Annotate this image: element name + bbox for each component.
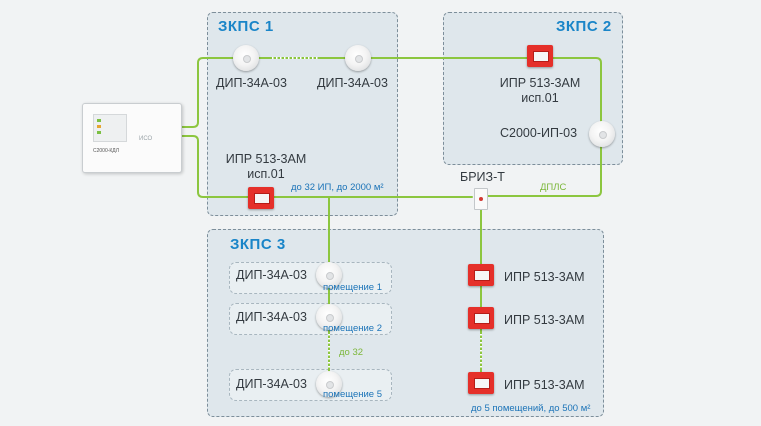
z3-room2-name: помещение 2 <box>323 323 382 334</box>
z1-detector-1-label: ДИП-34А-03 <box>216 76 287 90</box>
wire-top <box>180 57 602 197</box>
z3-room2-detector-label: ДИП-34А-03 <box>236 310 307 324</box>
z3-room1-detector-label: ДИП-34А-03 <box>236 268 307 282</box>
manual-call-point-icon <box>468 307 494 329</box>
smoke-detector-icon <box>316 304 342 330</box>
z1-limit-note: до 32 ИП, до 2000 м² <box>291 182 384 193</box>
manual-call-point-icon <box>468 372 494 394</box>
dpls-label: ДПЛС <box>540 182 567 193</box>
z2-callpoint-label-1: ИПР 513-3АМ <box>499 76 581 90</box>
z3-callpoint-2-label: ИПР 513-3АМ <box>504 313 585 327</box>
wire-bottom <box>180 135 473 198</box>
zone-title-zkps3: ЗКПС 3 <box>230 236 286 253</box>
controller-model: С2000-КДЛ <box>93 148 119 154</box>
room-box-5 <box>229 369 392 401</box>
led-icon <box>97 125 101 128</box>
z2-detector-label: С2000-ИП-03 <box>500 126 578 140</box>
z1-callpoint-label-2: исп.01 <box>247 167 285 181</box>
smoke-detector-icon <box>345 45 371 71</box>
room-box-1 <box>229 262 392 294</box>
led-icon <box>97 131 101 134</box>
smoke-detector-icon <box>589 121 615 147</box>
z1-callpoint-label-1: ИПР 513-3АМ <box>225 152 307 166</box>
controller-panel <box>93 114 127 142</box>
z1-detector-2-label: ДИП-34А-03 <box>317 76 388 90</box>
zone-title-zkps2: ЗКПС 2 <box>556 18 612 35</box>
controller-s2000-kdl: С2000-КДЛ ИСО <box>82 103 182 173</box>
controller-brand: ИСО <box>139 136 153 142</box>
briz-label: БРИЗ-Т <box>460 170 505 184</box>
led-icon <box>97 119 101 122</box>
manual-call-point-icon <box>248 187 274 209</box>
z3-upto32-note: до 32 <box>339 347 364 358</box>
z3-callpoint-1-label: ИПР 513-3АМ <box>504 270 585 284</box>
room-box-2 <box>229 303 392 335</box>
manual-call-point-icon <box>468 264 494 286</box>
z3-callpoint-3-label: ИПР 513-3АМ <box>504 378 585 392</box>
z3-room1-name: помещение 1 <box>323 282 382 293</box>
smoke-detector-icon <box>233 45 259 71</box>
z2-callpoint-label-2: исп.01 <box>521 91 559 105</box>
z3-room5-detector-label: ДИП-34А-03 <box>236 377 307 391</box>
manual-call-point-icon <box>527 45 553 67</box>
smoke-detector-icon <box>316 371 342 397</box>
isolator-briz-icon <box>474 188 488 210</box>
z3-room5-name: помещение 5 <box>323 389 382 400</box>
smoke-detector-icon <box>316 262 342 288</box>
zone-title-zkps1: ЗКПС 1 <box>218 18 274 35</box>
z3-limit-note: до 5 помещений, до 500 м² <box>471 403 591 414</box>
